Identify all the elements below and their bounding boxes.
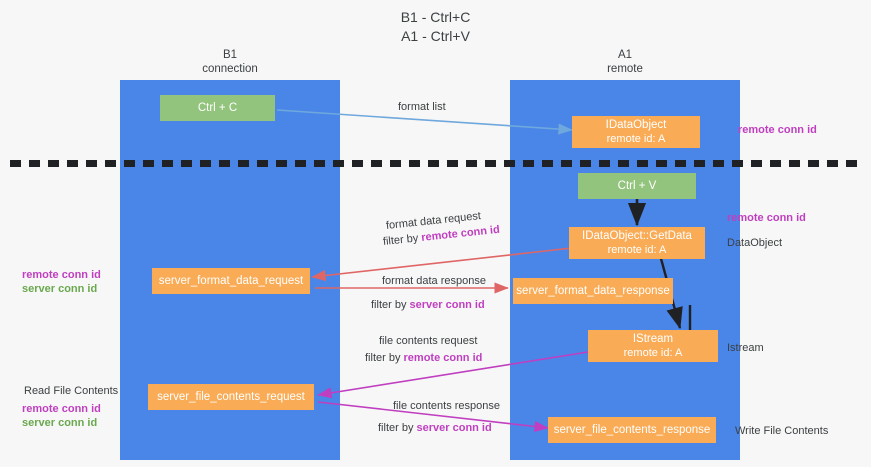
box-idataobject-getdata-line2: remote id: A [607,244,667,256]
box-ctrl-c[interactable]: Ctrl + C [160,95,275,121]
box-ctrl-c-label: Ctrl + C [197,102,238,114]
token-server-conn-id-file-response: server conn id [416,422,492,434]
lane-header-b1: B1 connection [120,48,340,76]
label-file-contents-response-filter-prefix: filter by [378,422,417,434]
title-line-1: B1 - Ctrl+C [400,9,471,25]
label-file-contents-request: file contents request [379,335,478,347]
side-label-write-file-contents: Write File Contents [735,425,829,437]
side-label-server-conn-id-left-bottom: server conn id [22,417,98,429]
box-istream[interactable]: IStream remote id: A [588,330,718,362]
side-label-istream: Istream [727,342,764,354]
label-file-contents-request-filter-prefix: filter by [365,352,404,364]
label-format-data-response: format data response [382,275,486,287]
side-label-dataobject: DataObject [727,237,783,249]
dashed-separator [10,160,863,167]
box-server-file-contents-response[interactable]: server_file_contents_response [548,417,716,443]
label-file-contents-request-filter: filter by remote conn id [365,351,482,365]
box-idataobject-line1: IDataObject [605,119,667,131]
side-label-remote-conn-id-left-mid: remote conn id [22,269,101,281]
box-server-format-data-response-label: server_format_data_response [516,285,670,297]
box-server-format-data-request-label: server_format_data_request [158,275,304,287]
box-idataobject[interactable]: IDataObject remote id: A [572,116,700,148]
diagram-title: B1 - Ctrl+C A1 - Ctrl+V [0,8,871,46]
lane-header-a1-sub: remote [607,63,643,75]
side-label-remote-conn-id-mid: remote conn id [727,212,806,224]
box-server-file-contents-request-label: server_file_contents_request [157,391,305,403]
label-format-data-request-filter-prefix: filter by [382,232,422,248]
box-idataobject-line2: remote id: A [606,133,666,145]
lane-header-a1: A1 remote [510,48,740,76]
title-line-2: A1 - Ctrl+V [401,28,470,44]
box-ctrl-v-label: Ctrl + V [617,180,657,192]
token-server-conn-id-format-response: server conn id [409,299,485,311]
side-label-remote-conn-id-top: remote conn id [738,124,817,136]
box-server-file-contents-response-label: server_file_contents_response [553,424,711,436]
label-format-list: format list [398,101,446,113]
box-istream-line2: remote id: A [623,347,683,359]
box-idataobject-getdata-line1: IDataObject::GetData [582,230,692,242]
lane-header-a1-name: A1 [617,49,633,61]
label-file-contents-response-filter: filter by server conn id [378,421,492,435]
lane-header-b1-sub: connection [202,63,258,75]
box-server-format-data-request[interactable]: server_format_data_request [152,268,310,294]
box-server-file-contents-request[interactable]: server_file_contents_request [148,384,314,410]
side-label-read-file-contents: Read File Contents [24,385,119,397]
label-format-data-response-filter: filter by server conn id [371,298,485,312]
side-label-server-conn-id-left-mid: server conn id [22,283,98,295]
box-idataobject-getdata[interactable]: IDataObject::GetData remote id: A [569,227,705,259]
box-server-format-data-response[interactable]: server_format_data_response [513,278,673,304]
label-format-data-response-filter-prefix: filter by [371,299,410,311]
token-remote-conn-id-file-request: remote conn id [403,352,483,364]
side-label-remote-conn-id-left-bottom: remote conn id [22,403,101,415]
box-istream-line1: IStream [632,333,674,345]
box-ctrl-v[interactable]: Ctrl + V [578,173,696,199]
label-file-contents-response: file contents response [393,400,501,412]
lane-header-b1-name: B1 [222,49,238,61]
